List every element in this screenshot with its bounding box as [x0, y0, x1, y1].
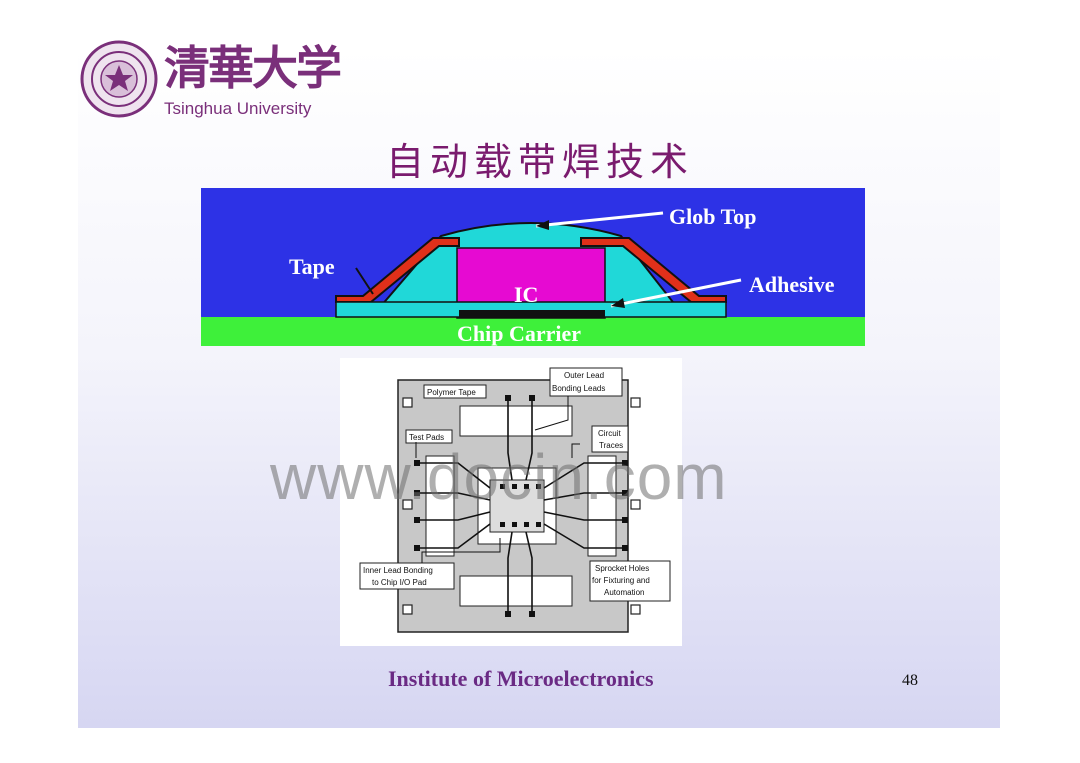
- adhesive-arrow: [610, 278, 742, 308]
- right-window: [587, 455, 617, 557]
- label-inner-lead-1: Inner Lead Bonding: [363, 566, 433, 575]
- bottom-window: [459, 575, 573, 607]
- slide-title: 自动载带焊技术: [385, 140, 694, 184]
- label-sprocket-2: for Fixturing and: [592, 576, 650, 585]
- label-inner-lead-2: to Chip I/O Pad: [372, 578, 427, 587]
- watermark: www.docin.com: [270, 441, 728, 513]
- tab-tape-layout-diagram: Polymer Tape Outer Lead Bonding Leads Te…: [340, 358, 682, 646]
- callout-outer-lead: [549, 367, 623, 397]
- glob-top-arrow: [535, 211, 664, 228]
- top-window: [459, 405, 573, 437]
- label-test-pads: Test Pads: [409, 433, 444, 442]
- tsinghua-seal-logo: [80, 40, 158, 118]
- footer-institute: Institute of Microelectronics: [388, 666, 654, 691]
- callout-polymer-tape: [423, 384, 487, 399]
- label-adhesive: Adhesive: [749, 272, 835, 297]
- sprocket-holes: [402, 397, 641, 615]
- chip-carrier-layer: [201, 317, 865, 346]
- tape-left: [335, 237, 460, 303]
- tape-arrow: [355, 267, 374, 295]
- callout-sprocket: [589, 560, 671, 602]
- test-pads: [414, 395, 628, 617]
- tape-right: [580, 237, 727, 303]
- tab-cross-section-diagram: Glob Top Tape IC Adhesive Chip Carrier: [201, 188, 865, 346]
- label-circuit-1: Circuit: [598, 429, 621, 438]
- label-ic: IC: [514, 282, 538, 307]
- label-circuit-2: Traces: [599, 441, 623, 450]
- callout-inner-lead: [359, 562, 455, 590]
- logo-english-text: Tsinghua University: [164, 99, 312, 118]
- page-number: 48: [902, 672, 918, 689]
- label-outer-lead-2: Bonding Leads: [552, 384, 605, 393]
- circuit-traces: [416, 398, 626, 614]
- label-chip-carrier: Chip Carrier: [457, 321, 581, 346]
- label-tape: Tape: [289, 254, 335, 279]
- label-outer-lead-1: Outer Lead: [564, 371, 604, 380]
- label-glob-top: Glob Top: [669, 204, 756, 229]
- logo-chinese-text: 清華大学: [164, 41, 342, 95]
- callout-test-pads: [405, 429, 453, 444]
- left-window: [425, 455, 455, 557]
- callout-circuit-traces: [591, 425, 629, 453]
- bumps: [459, 310, 605, 317]
- label-sprocket-3: Automation: [604, 588, 644, 597]
- label-sprocket-1: Sprocket Holes: [595, 564, 649, 573]
- label-polymer-tape: Polymer Tape: [427, 388, 476, 397]
